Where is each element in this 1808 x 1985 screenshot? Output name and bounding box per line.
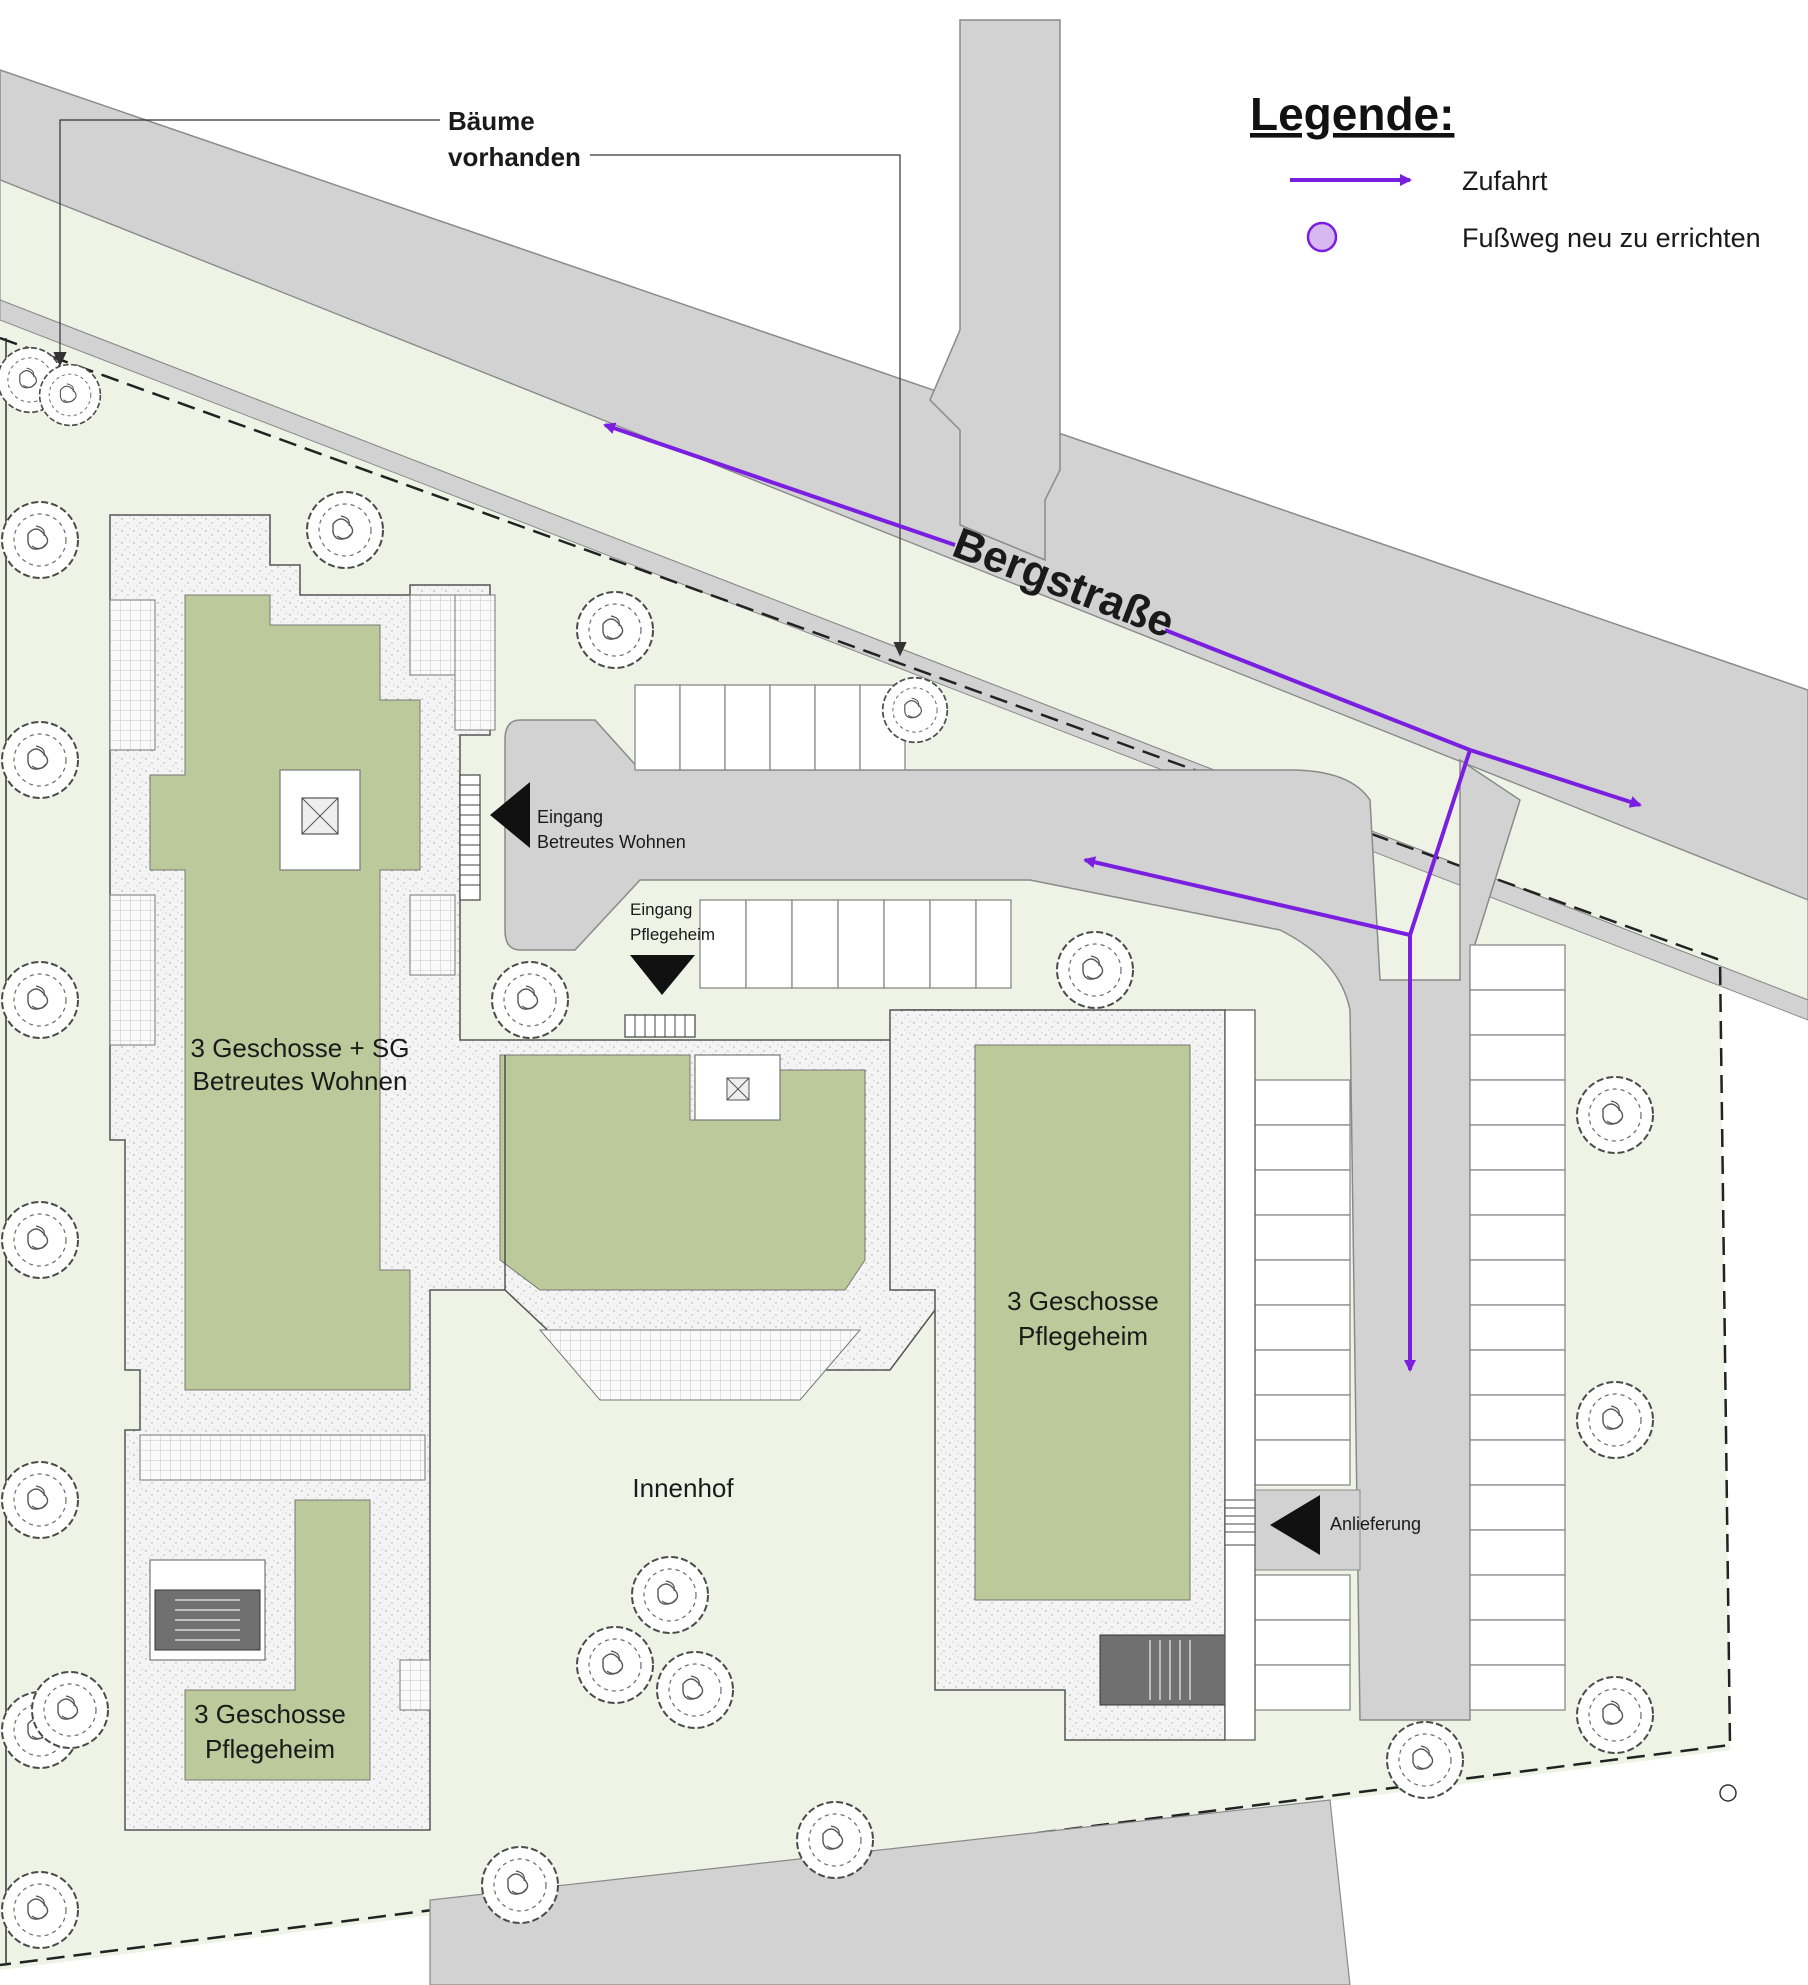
tree-icon [1576,1381,1654,1459]
tree-icon [38,363,102,427]
tree-icon [1,1201,79,1279]
purple-circle-icon [1306,221,1338,253]
parking-middle [699,899,1012,989]
building-pflegeheim-east [889,1009,1256,1741]
courtyard-label: Innenhof [632,1473,734,1503]
access-arrow-west [603,422,956,547]
tree-icon [1,721,79,799]
trees-existing-label-line1: Bäume [448,106,535,136]
legend-item-zufahrt: Zufahrt [1462,166,1548,196]
entrance-betreutes-wohnen-icon [490,782,530,848]
building-betreutes-wohnen-line2: Betreutes Wohnen [193,1066,408,1096]
entrance-pflegeheim-line1: Eingang [630,900,692,919]
tree-icon [31,1671,109,1749]
building-betreutes-wohnen-line1: 3 Geschosse + SG [191,1033,410,1063]
tree-icon [1056,931,1134,1009]
parking-east-left [1254,1079,1351,1711]
tree-icon [881,676,949,744]
entrance-pflegeheim-line2: Pflegeheim [630,925,715,944]
bergstrasse-road [0,69,1808,901]
tree-icon [481,1846,559,1924]
tree-icon [656,1651,734,1729]
tree-icon [306,491,384,569]
tree-icon [631,1556,709,1634]
side-road-north [929,19,1061,562]
tree-icon [491,961,569,1039]
delivery-label: Anlieferung [1330,1514,1421,1534]
parking-north [634,684,906,771]
tree-icon [1,1871,79,1949]
legend: Legende: Zufahrt Fußweg neu zu errichten [1250,88,1761,253]
tree-icon [1576,1076,1654,1154]
entrance-betreutes-wohnen-line2: Betreutes Wohnen [537,832,686,852]
delivery-entrance-icon [1270,1495,1320,1555]
entrance-pflegeheim-icon [630,955,695,995]
parking-east-right [1469,944,1566,1711]
access-arrows [603,422,1642,1372]
tree-icon [1,1461,79,1539]
tree-icon [1576,1676,1654,1754]
tree-icon [1,961,79,1039]
south-road [429,1799,1351,1985]
building-pflegeheim-east-line2: Pflegeheim [1018,1321,1148,1351]
boundary-marker-icon [1719,1784,1737,1802]
legend-item-fussweg: Fußweg neu zu errichten [1462,223,1761,253]
tree-icon [576,591,654,669]
tree-icon [796,1801,874,1879]
tree-icon [1,501,79,579]
tree-icon [576,1626,654,1704]
trees-existing-label-line2: vorhanden [448,142,581,172]
building-pflegeheim-east-line1: 3 Geschosse [1007,1286,1159,1316]
entrance-betreutes-wohnen-line1: Eingang [537,807,603,827]
tree-icon [1386,1721,1464,1799]
tree-annotation-leaders [53,119,907,657]
building-pflegeheim-south-line1: 3 Geschosse [194,1699,346,1729]
building-pflegeheim-south-line2: Pflegeheim [205,1734,335,1764]
legend-title: Legende: [1250,88,1454,140]
building-pflegeheim-south [149,1499,431,1781]
